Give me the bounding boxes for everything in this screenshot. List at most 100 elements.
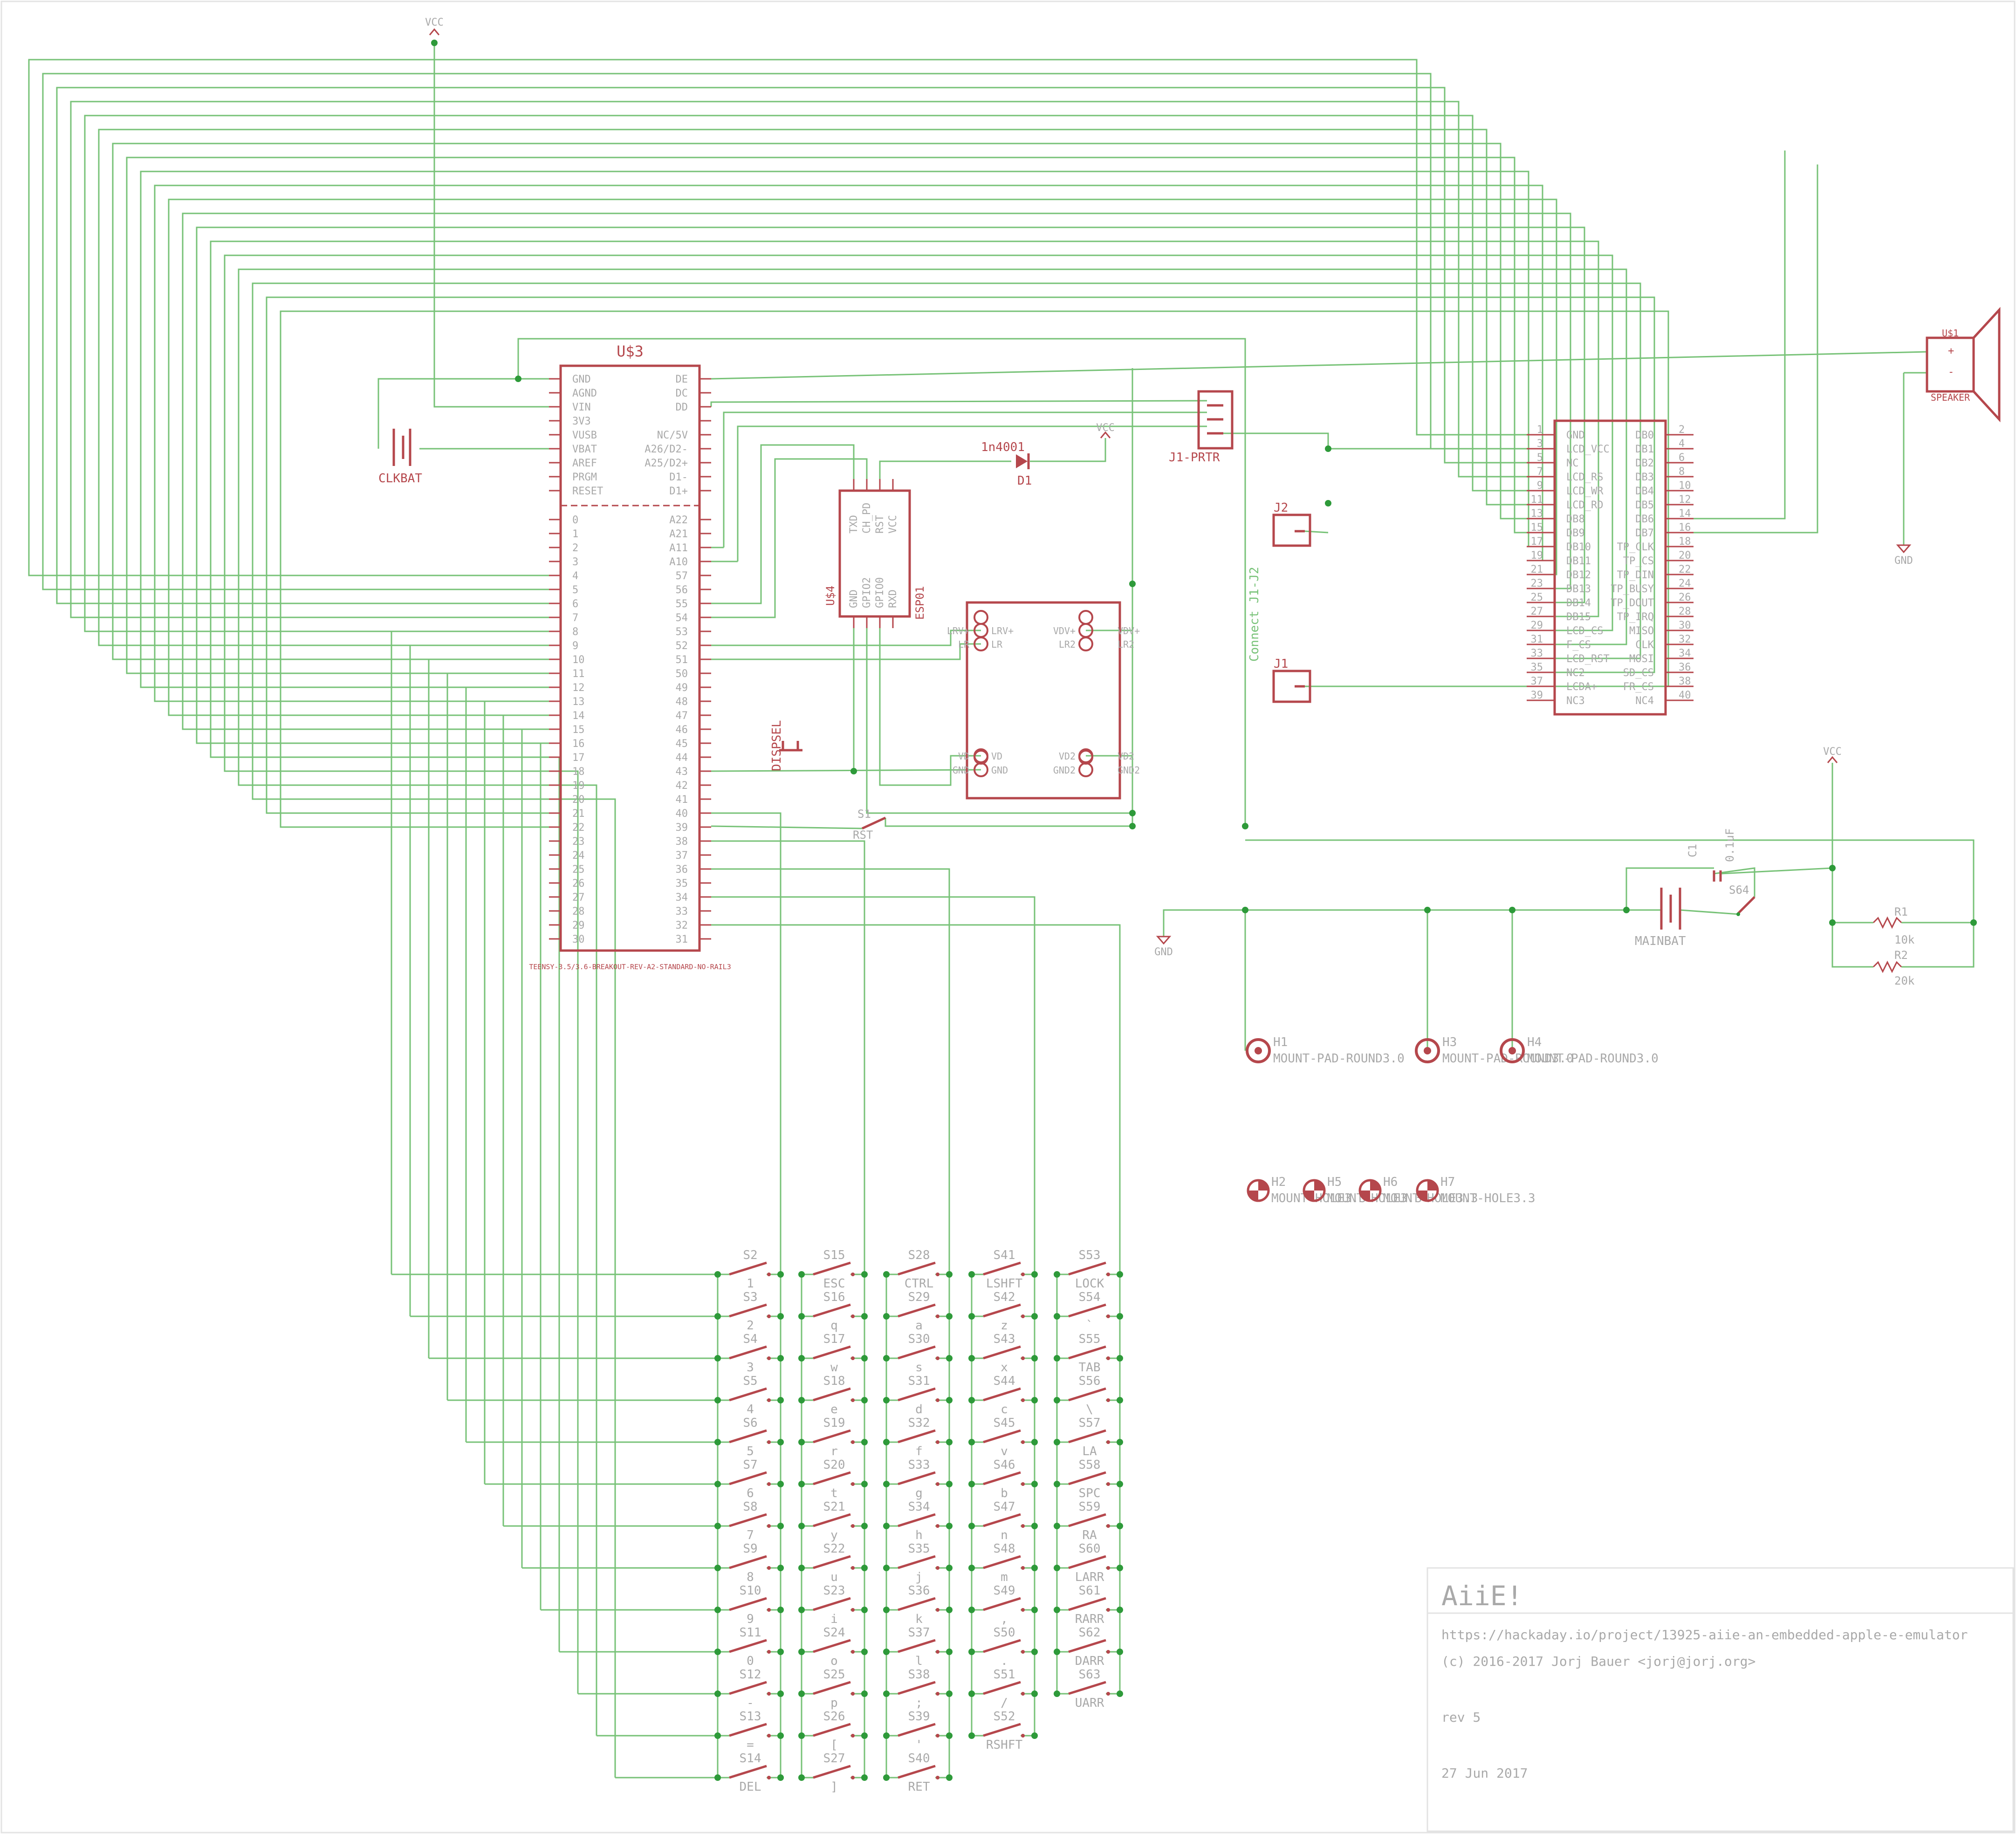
key-contact (813, 1387, 851, 1402)
key-name: S29 (908, 1290, 930, 1304)
junction-dot (714, 1481, 721, 1487)
junction-dot (1031, 1439, 1038, 1445)
key-name: S60 (1079, 1542, 1101, 1556)
junction-dot (883, 1523, 890, 1529)
key-contact-dot (767, 1524, 771, 1528)
wire (168, 198, 1557, 716)
key-contact-dot (936, 1566, 939, 1570)
teensy-pin-label: 6 (572, 598, 578, 610)
lcd-pin-label: TP_DOUT (1611, 597, 1654, 609)
junction-dot (1117, 1690, 1123, 1697)
key-label: o (830, 1654, 838, 1668)
key-name: S16 (823, 1290, 845, 1304)
junction-dot (1031, 1565, 1038, 1571)
junction-dot (1054, 1649, 1060, 1655)
junction-dot (883, 1690, 890, 1697)
lcd-pin-number: 31 (1531, 634, 1543, 645)
teensy-pin-label: 52 (676, 640, 688, 652)
lcd-pin-label: NC4 (1635, 695, 1654, 707)
teensy-pin-label: 22 (572, 822, 585, 834)
project-url[interactable]: https://hackaday.io/project/13925-aiie-a… (1441, 1627, 1968, 1642)
junction-dot (1117, 1271, 1123, 1278)
key-contact (898, 1303, 936, 1318)
junction-dot (1117, 1607, 1123, 1613)
junction-dot (515, 376, 521, 382)
key-label: q (830, 1319, 838, 1333)
junction-dot (1129, 823, 1136, 829)
junction-dot (714, 1774, 721, 1781)
key-name: S7 (743, 1458, 757, 1472)
lcd-pin-number: 40 (1679, 690, 1691, 701)
junction-dot (946, 1439, 953, 1445)
amp-pin-label: GND2 (1053, 765, 1076, 776)
lcd-pin-label: DB4 (1635, 486, 1654, 497)
amp-outer-label: LRV+ (947, 625, 969, 636)
key-contact (898, 1429, 936, 1444)
esp-pin-label: TXD (848, 515, 860, 534)
svg-text:MOUNT-PAD-ROUND3.0: MOUNT-PAD-ROUND3.0 (1527, 1052, 1659, 1066)
junction-dot (1031, 1355, 1038, 1362)
key-switch: S54 (718, 1374, 781, 1417)
junction-dot (968, 1607, 975, 1613)
key-contact (898, 1471, 936, 1485)
teensy-pin-label: 51 (676, 654, 688, 666)
diode-d1: 1n4001 D1 (981, 440, 1032, 488)
key-contact (729, 1261, 767, 1276)
junction-dot (1117, 1565, 1123, 1571)
junction-dot (968, 1481, 975, 1487)
amp-pin-label: LR2 (1059, 639, 1076, 650)
key-label: DARR (1075, 1654, 1104, 1668)
svg-text:MOUNT-PAD-ROUND3.0: MOUNT-PAD-ROUND3.0 (1273, 1052, 1405, 1066)
lcd-pin-number: 34 (1679, 648, 1691, 659)
key-contact-dot (936, 1273, 939, 1276)
svg-text:VCC: VCC (1096, 422, 1115, 434)
junction-dot (714, 1649, 721, 1655)
lcd-pin-label: LCDA+ (1566, 681, 1597, 693)
key-name: S26 (823, 1710, 845, 1724)
key-name: S45 (994, 1416, 1015, 1430)
amp-pin-pad (1078, 762, 1093, 777)
junction-dot (777, 1774, 784, 1781)
svg-text:H3: H3 (1442, 1035, 1457, 1049)
lcd-pin-number: 3 (1537, 438, 1543, 450)
junction-dot (1054, 1690, 1060, 1697)
key-label: h (915, 1528, 923, 1542)
teensy-pin-label: 29 (572, 920, 585, 931)
wire (549, 798, 616, 1778)
esp-pin-label: RST (874, 515, 886, 534)
junction-dot (861, 1774, 868, 1781)
junction-dot (1031, 1271, 1038, 1278)
keyboard-matrix: S21S32S43S54S65S76S87S98S109S110S12-S13=… (718, 1248, 1120, 1794)
junction-dot (968, 1732, 975, 1739)
teensy-pin-label: 0 (572, 514, 578, 526)
teensy-name: U$3 (617, 342, 644, 360)
key-label: LSHFT (986, 1277, 1023, 1291)
title-block: AiiE! https://hackaday.io/project/13925-… (1441, 1580, 1968, 1781)
key-contact-dot (1021, 1314, 1025, 1318)
amp-pin-pad (974, 636, 988, 651)
junction-dot (798, 1481, 805, 1487)
junction-dot (1424, 907, 1431, 913)
key-contact-dot (851, 1273, 855, 1276)
junction-dot (798, 1774, 805, 1781)
junction-dot (798, 1649, 805, 1655)
teensy-pin-label: D1- (669, 472, 688, 483)
printer-connector: J1-PRTR Connect J1-J2 (1169, 390, 1262, 662)
key-switch: S12- (718, 1668, 781, 1710)
junction-dot (1054, 1313, 1060, 1320)
junction-dot (861, 1313, 868, 1320)
teensy-pin-label: 4 (572, 570, 578, 582)
key-contact-dot (767, 1608, 771, 1612)
wire (84, 115, 1527, 632)
key-name: S32 (908, 1416, 930, 1430)
key-name: S31 (908, 1374, 930, 1388)
key-contact-dot (1106, 1314, 1110, 1318)
wire (879, 460, 1011, 479)
key-label: c (1001, 1403, 1008, 1417)
key-contact-dot (1021, 1734, 1025, 1738)
